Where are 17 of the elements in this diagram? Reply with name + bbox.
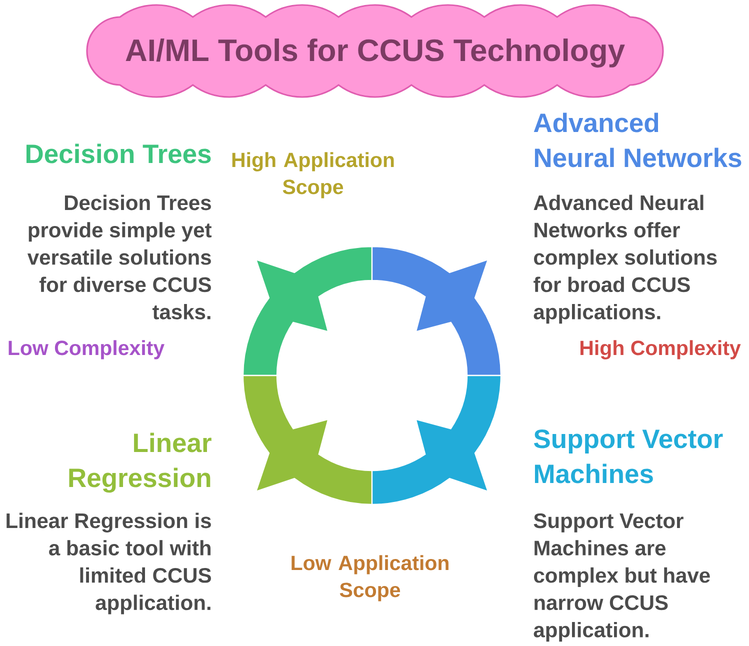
section-heading: Decision Trees <box>26 144 211 164</box>
ring-segment <box>371 374 502 506</box>
axis-label: Low Application Scope <box>292 555 448 602</box>
description: Support Vector Machines are complex but have narrow CCUS application. <box>534 513 710 642</box>
section-heading: Support Vector Machines <box>534 430 723 484</box>
axis-label: High Complexity <box>580 340 741 360</box>
ring-segment <box>242 246 373 376</box>
title-cloud: AI/ML Tools for CCUS Technology <box>86 4 664 98</box>
axis-label: Low Complexity <box>8 340 164 360</box>
ring-segment <box>242 374 373 506</box>
description: Linear Regression is a basic tool with limited CCUS application. <box>6 512 211 614</box>
description: Advanced Neural Networks offer complex solutions for broad CCUS applications. <box>534 194 717 324</box>
section-heading: Linear Regression <box>69 432 212 493</box>
section-heading: Advanced Neural Networks <box>534 112 742 168</box>
description: Decision Trees provide simple yet versatile solutions for diverse CCUS tasks. <box>27 194 212 320</box>
axis-label: High Application Scope <box>232 152 394 198</box>
ring-segment <box>371 246 502 376</box>
